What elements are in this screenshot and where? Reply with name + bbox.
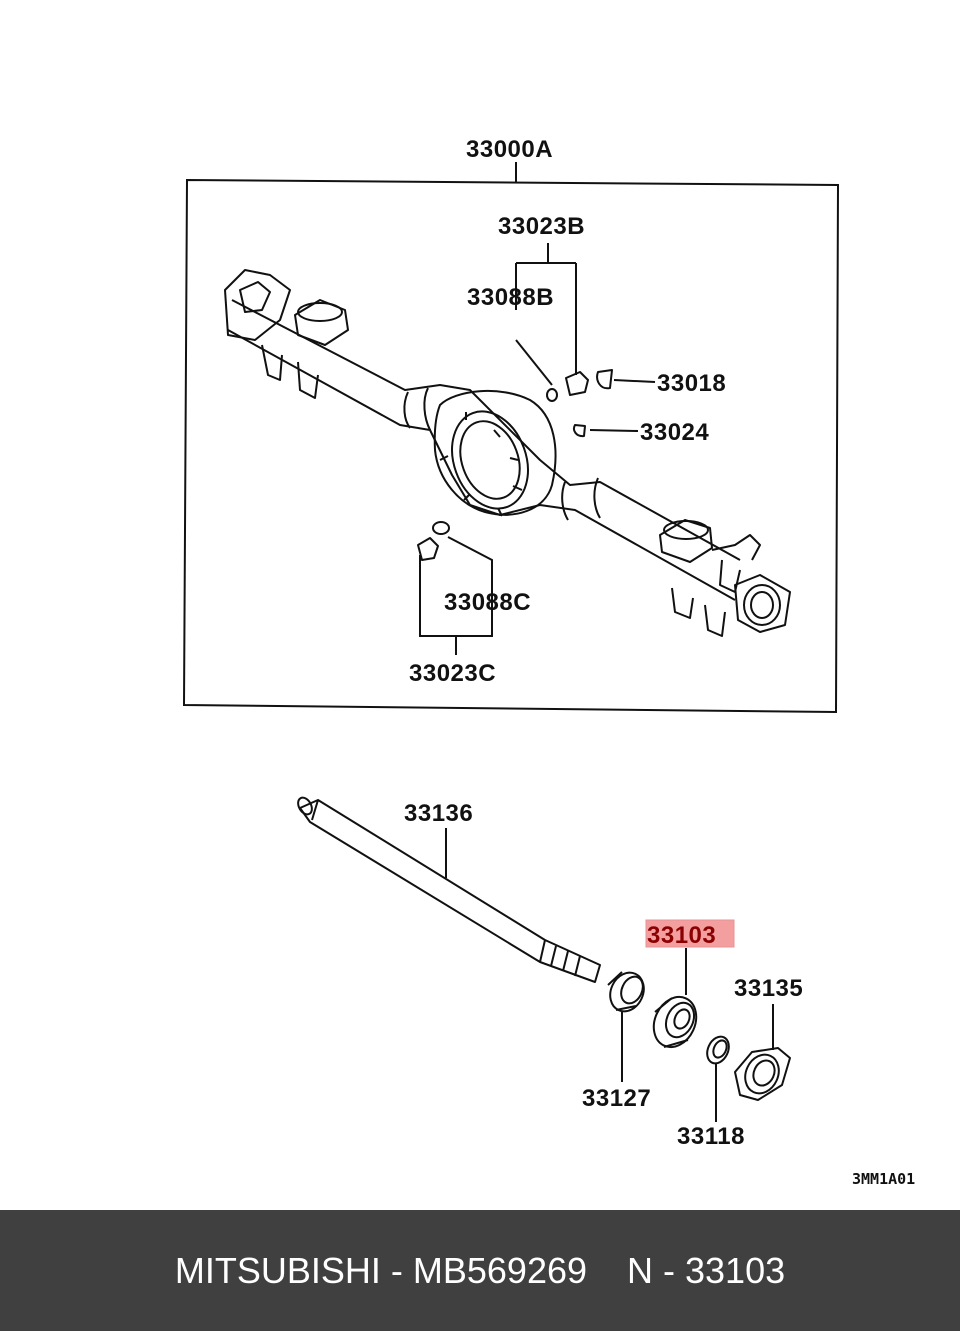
label-33088C[interactable]: 33088C: [444, 589, 531, 616]
axle-shaft-drawing: [297, 796, 791, 1101]
highlighted-part-box: [645, 919, 735, 948]
label-33136[interactable]: 33136: [404, 800, 473, 827]
label-33023C[interactable]: 33023C: [409, 660, 496, 687]
label-33118[interactable]: 33118: [677, 1123, 745, 1150]
parts-diagram: 33000A: [182, 136, 915, 1188]
caption-text: MITSUBISHI - MB569269 N - 33103: [174, 1249, 786, 1291]
lower-leader-lines: [445, 828, 774, 1122]
label-33018[interactable]: 33018: [657, 370, 726, 397]
label-33103-highlighted[interactable]: 33103: [647, 922, 716, 949]
label-33023B[interactable]: 33023B: [498, 213, 585, 240]
label-33024[interactable]: 33024: [640, 419, 709, 446]
label-33127[interactable]: 33127: [582, 1085, 651, 1112]
label-33088B[interactable]: 33088B: [467, 284, 554, 311]
label-33135[interactable]: 33135: [734, 975, 803, 1002]
figure-code: 3MM1A01: [852, 1170, 915, 1188]
axle-housing-assembly-box: [182, 162, 840, 714]
part-caption-bar: MITSUBISHI - MB569269 N - 33103: [0, 1210, 960, 1331]
assembly-label[interactable]: 33000A: [466, 136, 553, 163]
upper-leader-lines: [419, 243, 656, 655]
axle-housing-drawing: [224, 269, 791, 637]
